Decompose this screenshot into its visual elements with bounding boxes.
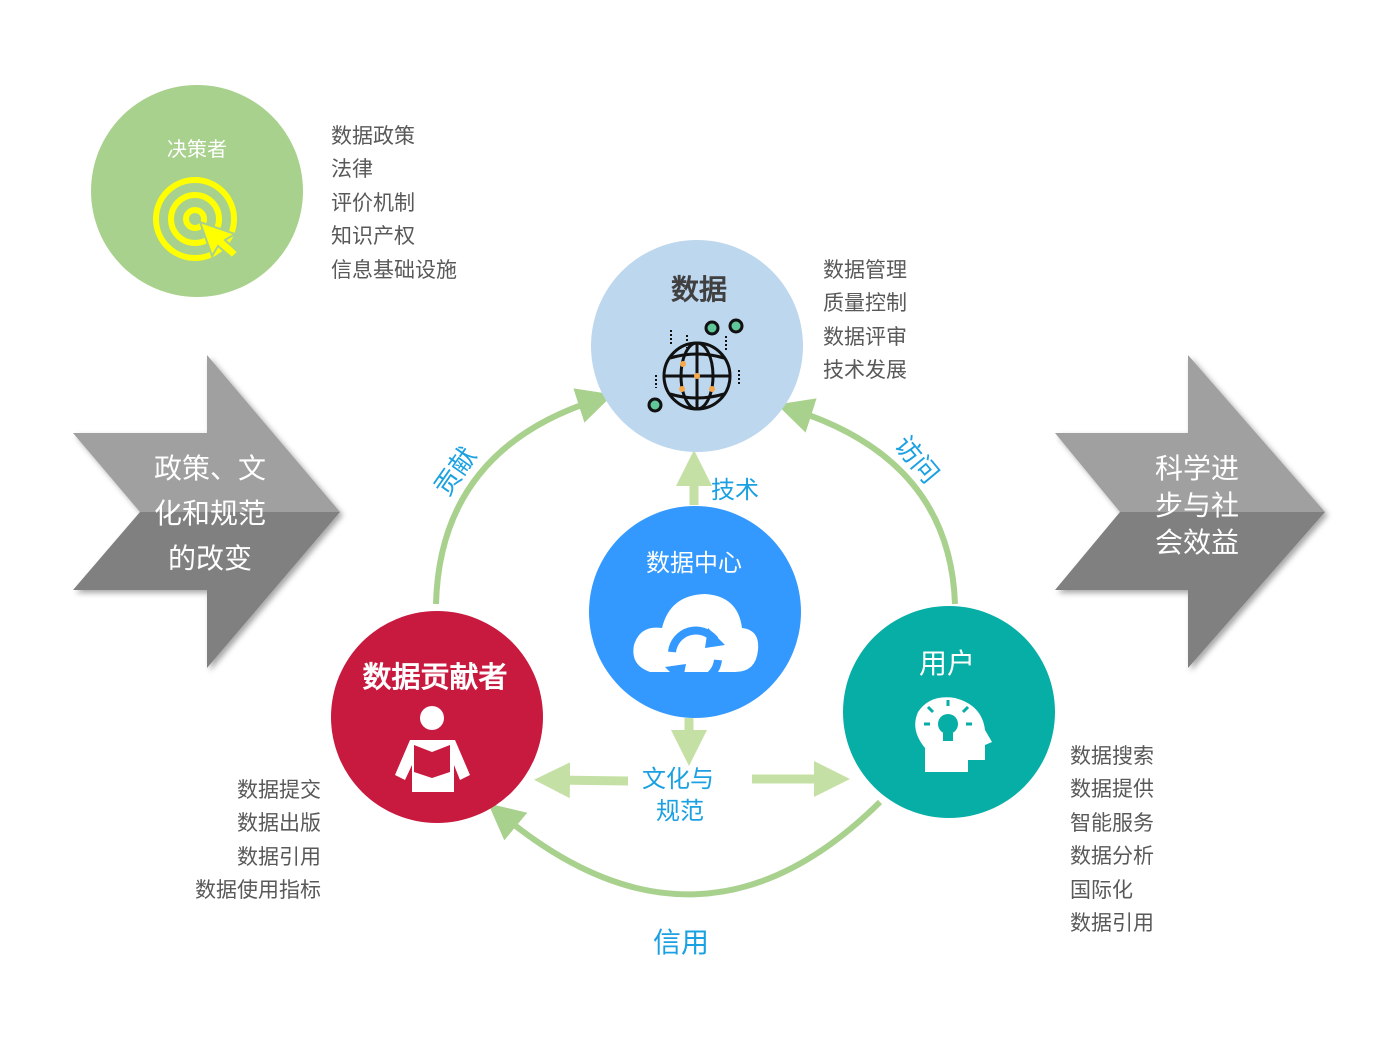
left-arrow-line: 政策、文: [153, 452, 266, 485]
right-arrow-text: 科学进 步与社 会效益: [1137, 450, 1257, 561]
list-item: 数据搜索: [1070, 744, 1154, 768]
globe-network-icon: [647, 318, 744, 413]
target-cursor-icon: [153, 177, 240, 261]
culture-left-arrow: [534, 762, 629, 799]
list-item: 法律: [331, 157, 373, 182]
data-center-title: 数据中心: [646, 549, 742, 577]
list-item: 数据分析: [1070, 844, 1154, 869]
list-item: 数据引用: [1070, 911, 1154, 936]
contribute-arc: [433, 388, 614, 605]
credit-label: 信用: [653, 926, 710, 959]
left-arrow-line: 的改变: [167, 542, 252, 575]
culture-label-line1: 文化与: [642, 765, 714, 793]
list-item: 数据提交: [237, 778, 321, 802]
contributors-title: 数据贡献者: [362, 660, 508, 694]
right-arrow-line: 科学进: [1154, 452, 1239, 485]
left-arrow-line: 化和规范: [153, 497, 266, 530]
list-item: 信息基础设施: [331, 257, 457, 282]
list-item: 国际化: [1070, 877, 1133, 902]
data-title: 数据: [670, 273, 728, 306]
decision-makers-list: 数据政策 法律 评价机制 知识产权 信息基础设施: [331, 120, 457, 287]
right-arrow-line: 会效益: [1154, 526, 1239, 559]
technology-label: 技术: [711, 476, 759, 504]
data-list: 数据管理 质量控制 数据评审 技术发展: [823, 254, 907, 388]
list-item: 数据使用指标: [195, 878, 321, 903]
users-title: 用户: [918, 647, 976, 680]
list-item: 数据管理: [823, 258, 907, 282]
right-arrow-line: 步与社: [1154, 489, 1239, 522]
credit-arc: [488, 799, 883, 898]
culture-label-line2: 规范: [656, 797, 704, 825]
list-item: 数据评审: [823, 324, 907, 349]
users-list: 数据搜索 数据提供 智能服务 数据分析 国际化 数据引用: [1070, 740, 1154, 940]
left-chevron-arrow: [73, 355, 340, 668]
list-item: 技术发展: [823, 358, 907, 383]
head-lightbulb-icon: [915, 697, 992, 772]
list-item: 数据提供: [1070, 777, 1154, 802]
list-item: 数据出版: [237, 811, 321, 836]
right-chevron-arrow: [1055, 355, 1325, 668]
list-item: 质量控制: [823, 291, 907, 316]
list-item: 数据政策: [331, 124, 415, 148]
list-item: 知识产权: [331, 224, 415, 249]
reader-icon: [395, 706, 470, 792]
left-arrow-text: 政策、文 化和规范 的改变: [140, 446, 280, 581]
access-arc: [776, 398, 958, 605]
decision-makers-title: 决策者: [167, 137, 227, 161]
list-item: 评价机制: [331, 190, 415, 215]
cloud-sync-icon: [633, 594, 759, 686]
list-item: 智能服务: [1070, 810, 1154, 835]
list-item: 数据引用: [237, 844, 321, 869]
decision-makers-circle: [91, 85, 303, 297]
contributors-list: 数据提交 数据出版 数据引用 数据使用指标: [195, 774, 321, 908]
